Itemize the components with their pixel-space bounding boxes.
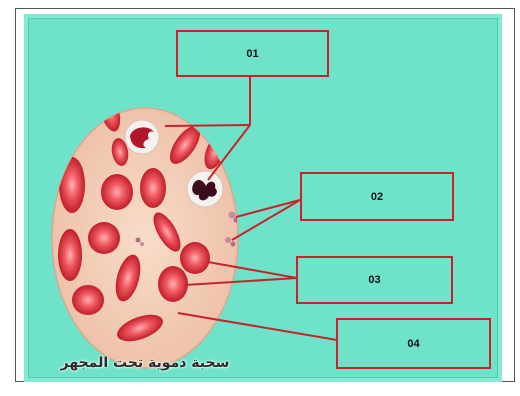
- label-box-03: 03: [296, 256, 453, 304]
- red-blood-cell: [140, 168, 166, 208]
- red-blood-cell: [88, 222, 120, 254]
- red-blood-cell: [180, 242, 210, 274]
- red-blood-cell: [158, 266, 188, 302]
- red-blood-cell: [58, 229, 82, 281]
- label-04: 04: [407, 338, 419, 350]
- label-box-02: 02: [300, 172, 454, 221]
- label-03: 03: [368, 274, 380, 286]
- white-blood-cell-lymphocyte: [187, 171, 223, 207]
- label-01: 01: [246, 48, 258, 60]
- white-blood-cell-neutrophil: [125, 120, 159, 154]
- red-blood-cell: [101, 174, 133, 210]
- label-box-04: 04: [336, 318, 491, 369]
- red-blood-cell: [59, 157, 85, 213]
- label-02: 02: [371, 191, 383, 203]
- label-box-01: 01: [176, 30, 329, 77]
- diagram-caption: سحبة دموية تحت المجهر: [60, 355, 230, 377]
- red-blood-cell: [72, 285, 104, 315]
